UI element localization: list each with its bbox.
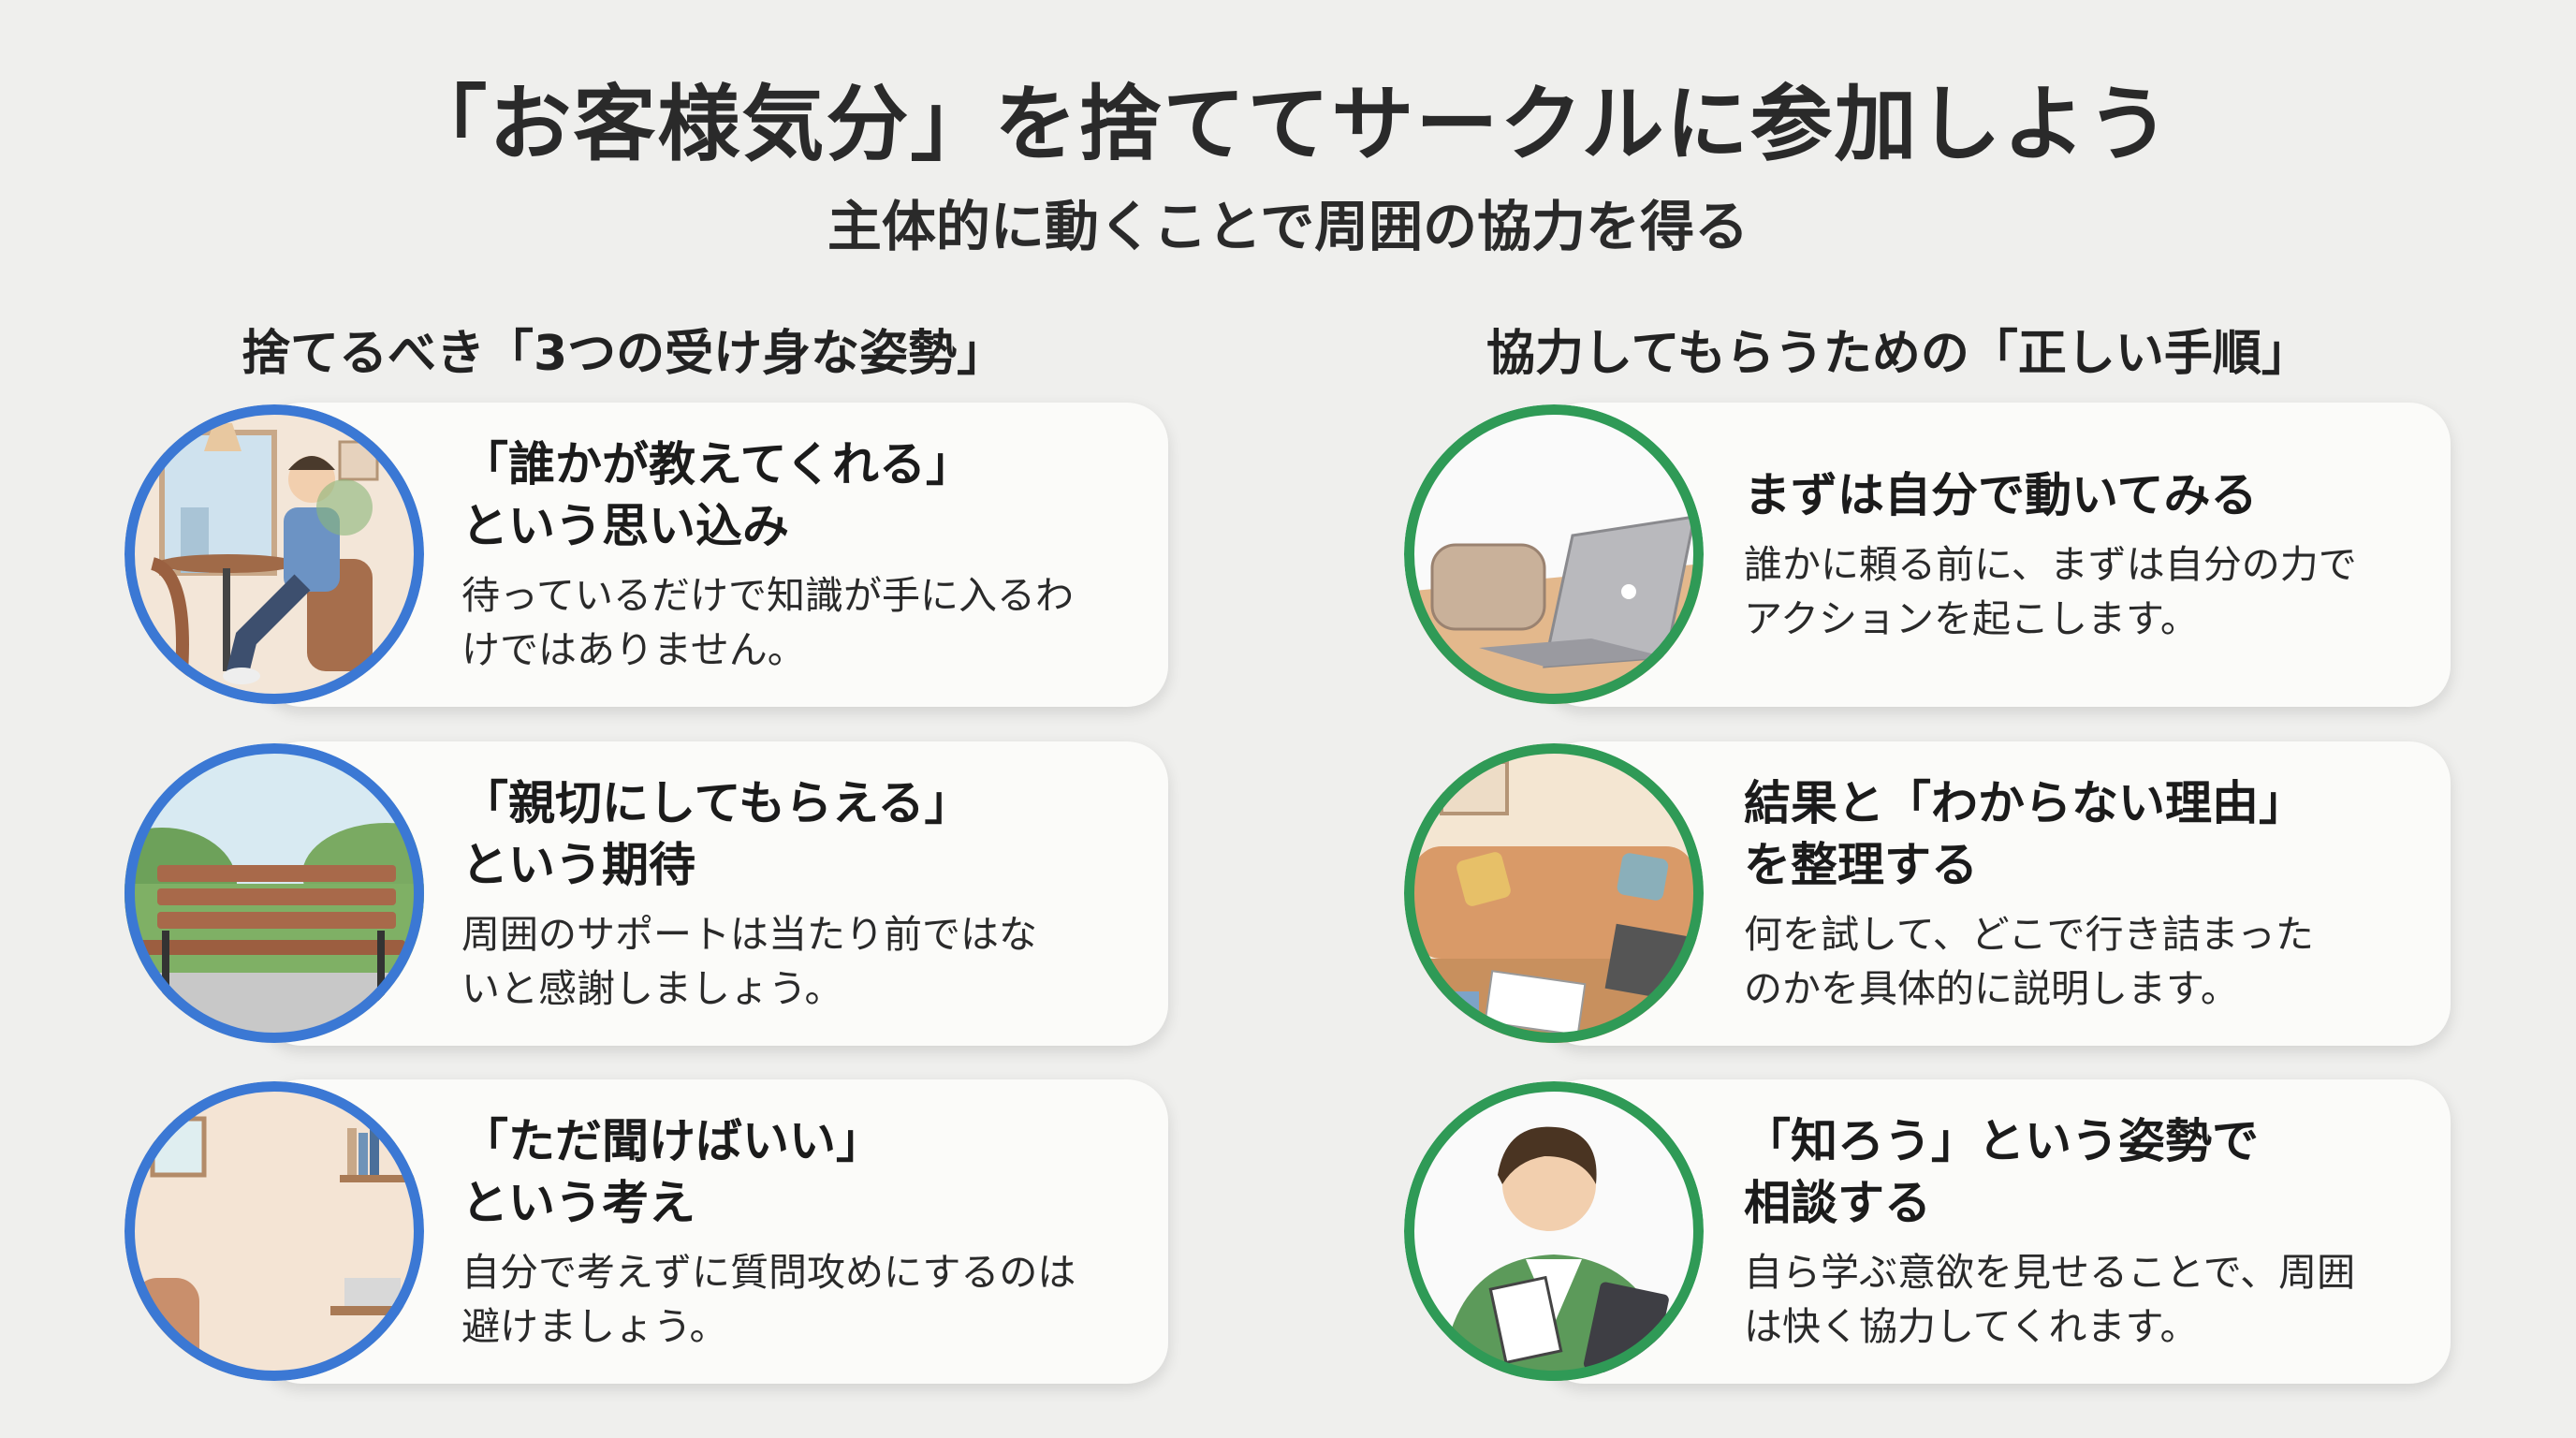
left-card-2: 「親切にしてもらえる」という期待周囲のサポートは当たり前ではないと感謝しましょう… xyxy=(260,741,1168,1046)
left-section-heading: 捨てるべき「3つの受け身な姿勢」 xyxy=(242,326,1006,382)
cafe-man-phone-icon xyxy=(124,404,424,704)
card-body-line: 自ら学ぶ意欲を見せることで、周囲 xyxy=(1744,1249,2356,1295)
card-title-line: という思い込み xyxy=(461,498,789,553)
card-title-line: 「誰かが教えてくれる」 xyxy=(461,436,973,492)
card-text: まずは自分で動いてみる誰かに頼る前に、まずは自分の力でアクションを起こします。 xyxy=(1744,403,2413,707)
park-bench-icon xyxy=(124,743,424,1043)
card-title-line: という期待 xyxy=(461,837,695,892)
card-body-line: 誰かに頼る前に、まずは自分の力で xyxy=(1744,541,2357,587)
card-title: まずは自分で動いてみる xyxy=(1744,464,2413,526)
card-body: 自ら学ぶ意欲を見せることで、周囲は快く協力してくれます。 xyxy=(1744,1245,2413,1354)
card-body-line: けではありません。 xyxy=(461,626,806,672)
card-body-line: のかを具体的に説明します。 xyxy=(1744,965,2239,1011)
card-title: 「誰かが教えてくれる」という思い込み xyxy=(461,433,1131,557)
card-title-line: まずは自分で動いてみる xyxy=(1744,467,2258,522)
card-body-line: アクションを起こします。 xyxy=(1744,595,2199,641)
laptop-icon xyxy=(1404,404,1704,704)
card-text: 「ただ聞けばいい」という考え自分で考えずに質問攻めにするのは避けましょう。 xyxy=(461,1079,1131,1384)
right-section-heading: 協力してもらうための「正しい手順」 xyxy=(1486,326,2310,382)
card-text: 「誰かが教えてくれる」という思い込み待っているだけで知識が手に入るわけではありま… xyxy=(461,403,1131,707)
card-body: 自分で考えずに質問攻めにするのは避けましょう。 xyxy=(461,1245,1131,1354)
page-title: 「お客様気分」を捨ててサークルに参加しよう xyxy=(404,76,2172,172)
card-body-line: 周囲のサポートは当たり前ではな xyxy=(461,911,1037,957)
card-title-line: という考え xyxy=(461,1175,695,1230)
card-body: 誰かに頼る前に、まずは自分の力でアクションを起こします。 xyxy=(1744,537,2413,646)
card-title-line: 「知ろう」という姿勢で xyxy=(1744,1113,2259,1168)
card-title-line: を整理する xyxy=(1744,837,1978,892)
card-title-line: 相談する xyxy=(1744,1175,1931,1230)
left-card-1: 「誰かが教えてくれる」という思い込み待っているだけで知識が手に入るわけではありま… xyxy=(260,403,1168,707)
room-icon xyxy=(124,1081,424,1381)
card-text: 「親切にしてもらえる」という期待周囲のサポートは当たり前ではないと感謝しましょう… xyxy=(461,741,1131,1046)
card-title: 結果と「わからない理由」を整理する xyxy=(1744,772,2413,896)
card-body-line: 自分で考えずに質問攻めにするのは xyxy=(461,1249,1076,1295)
card-title-line: 「親切にしてもらえる」 xyxy=(461,775,972,830)
card-body-line: 待っているだけで知識が手に入るわ xyxy=(461,572,1074,618)
card-title: 「ただ聞けばいい」という考え xyxy=(461,1110,1131,1234)
card-body: 周囲のサポートは当たり前ではないと感謝しましょう。 xyxy=(461,907,1131,1016)
card-body-line: 避けましょう。 xyxy=(461,1303,728,1349)
card-title-line: 「ただ聞けばいい」 xyxy=(461,1113,883,1168)
card-title: 「親切にしてもらえる」という期待 xyxy=(461,772,1131,896)
card-body: 待っているだけで知識が手に入るわけではありません。 xyxy=(461,568,1131,677)
man-notepad-icon xyxy=(1404,1081,1704,1381)
card-body: 何を試して、どこで行き詰まったのかを具体的に説明します。 xyxy=(1744,907,2413,1016)
card-title-line: 結果と「わからない理由」 xyxy=(1744,775,2305,830)
card-title: 「知ろう」という姿勢で相談する xyxy=(1744,1110,2413,1234)
page-subtitle: 主体的に動くことで周囲の協力を得る xyxy=(827,195,1749,258)
sofa-notes-icon xyxy=(1404,743,1704,1043)
card-body-line: 何を試して、どこで行き詰まった xyxy=(1744,911,2314,957)
card-text: 「知ろう」という姿勢で相談する自ら学ぶ意欲を見せることで、周囲は快く協力してくれ… xyxy=(1744,1079,2413,1384)
card-body-line: は快く協力してくれます。 xyxy=(1744,1303,2199,1349)
card-body-line: いと感謝しましょう。 xyxy=(461,965,843,1011)
card-text: 結果と「わからない理由」を整理する何を試して、どこで行き詰まったのかを具体的に説… xyxy=(1744,741,2413,1046)
